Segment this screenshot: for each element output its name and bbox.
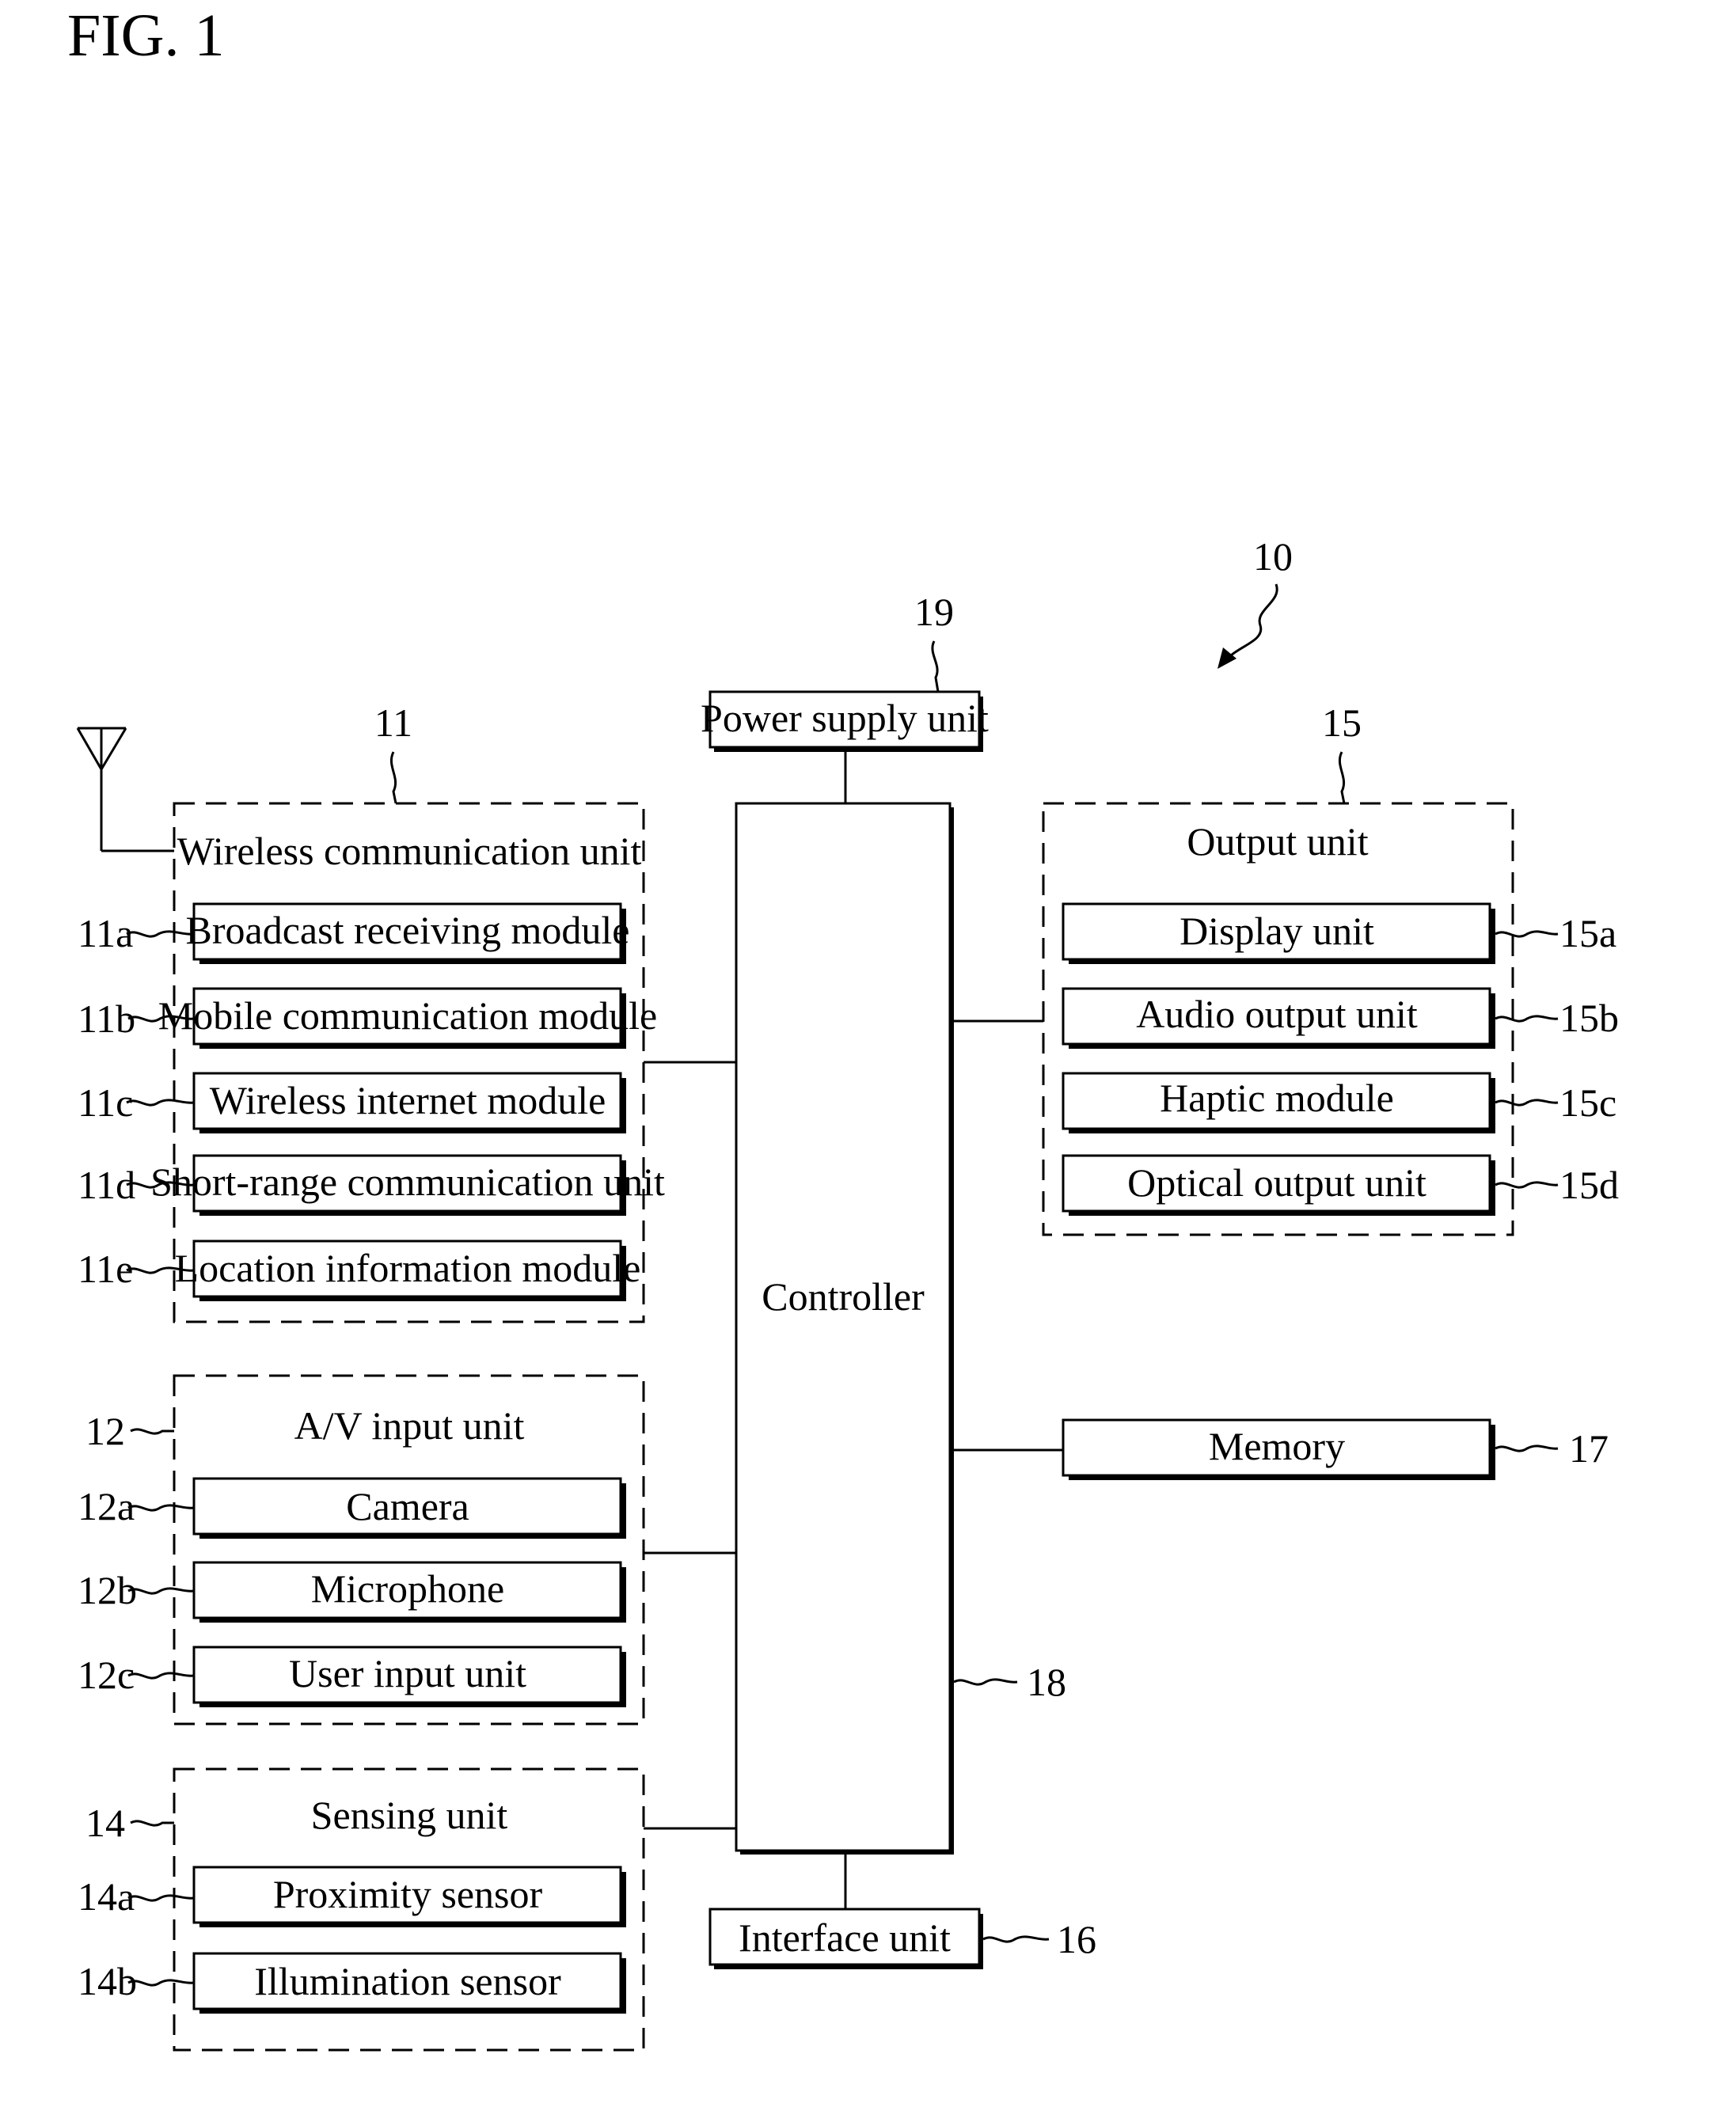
module-ref-leader — [128, 1589, 194, 1593]
interface-unit-label: Interface unit — [739, 1915, 951, 1960]
power-supply-label: Power supply unit — [701, 696, 989, 740]
module-ref-leader — [127, 1100, 194, 1105]
microphone: Microphone 12b — [78, 1562, 626, 1623]
module-ref: 15c — [1559, 1080, 1616, 1125]
module-ref: 12a — [78, 1484, 135, 1528]
interface-unit-ref-leader — [983, 1937, 1049, 1942]
antenna-icon — [78, 728, 174, 851]
module-ref-leader — [128, 1980, 194, 1985]
av-unit-title: A/V input unit — [294, 1403, 525, 1448]
module-label: User input unit — [289, 1651, 526, 1695]
module-ref: 14a — [78, 1874, 135, 1919]
module-label: Haptic module — [1160, 1076, 1394, 1120]
module-ref-leader — [128, 1505, 194, 1510]
av-input-unit: A/V input unit 12 Camera 12a Microphone … — [78, 1376, 644, 1724]
location-information-module: Location information module 11e — [78, 1241, 640, 1301]
device-ref-leader — [1231, 584, 1277, 655]
memory: Memory 17 — [1063, 1420, 1609, 1480]
module-label: Proximity sensor — [273, 1872, 543, 1916]
module-label: Optical output unit — [1127, 1160, 1426, 1205]
module-ref: 15d — [1559, 1163, 1619, 1207]
output-unit-ref-leader — [1339, 752, 1344, 803]
output-unit-ref: 15 — [1322, 700, 1362, 745]
broadcast-receiving-module: Broadcast receiving module 11a — [78, 904, 629, 964]
module-ref-leader — [128, 1673, 194, 1678]
wireless-unit-title: Wireless communication unit — [177, 829, 642, 873]
av-unit-ref-leader — [131, 1429, 174, 1433]
power-supply-ref: 19 — [914, 590, 954, 634]
wireless-unit-ref-leader — [391, 752, 396, 803]
module-label: Wireless internet module — [210, 1078, 606, 1122]
power-supply-unit: Power supply unit 19 — [701, 590, 989, 752]
module-ref: 11c — [78, 1080, 133, 1125]
module-label: Short-range communication unit — [150, 1160, 665, 1204]
module-ref: 11e — [78, 1247, 133, 1291]
wireless-unit-ref: 11 — [374, 700, 412, 745]
wireless-communication-unit: Wireless communication unit 11 Broadcast… — [78, 700, 665, 1322]
output-unit-title: Output unit — [1187, 819, 1368, 864]
module-label: Camera — [346, 1484, 469, 1528]
display-unit: Display unit 15a — [1063, 904, 1616, 964]
sensing-unit-title: Sensing unit — [311, 1793, 508, 1837]
controller-ref: 18 — [1027, 1660, 1066, 1704]
av-unit-ref: 12 — [85, 1409, 125, 1453]
interface-unit: Interface unit 16 — [710, 1909, 1096, 1969]
module-ref-leader — [1495, 1183, 1558, 1187]
controller: Controller 18 — [736, 803, 1066, 1855]
module-ref-leader — [127, 932, 194, 936]
module-label: Mobile communication module — [158, 993, 657, 1038]
controller-ref-leader — [954, 1680, 1017, 1684]
module-ref: 11a — [78, 911, 133, 955]
module-label: Illumination sensor — [254, 1959, 561, 2003]
memory-ref-leader — [1495, 1446, 1558, 1451]
mobile-communication-module: Mobile communication module 11b — [78, 989, 657, 1049]
module-ref-leader — [1495, 1016, 1558, 1021]
interface-unit-ref: 16 — [1057, 1917, 1096, 1961]
optical-output-unit: Optical output unit 15d — [1063, 1156, 1619, 1216]
module-label: Broadcast receiving module — [186, 908, 630, 952]
memory-ref: 17 — [1569, 1426, 1609, 1471]
module-label: Audio output unit — [1136, 992, 1418, 1036]
proximity-sensor: Proximity sensor 14a — [78, 1867, 626, 1927]
device-ref: 10 — [1253, 534, 1293, 579]
sensing-unit-ref: 14 — [85, 1801, 125, 1845]
output-unit: Output unit 15 Display unit 15a Audio ou… — [1043, 700, 1619, 1235]
sensing-unit-ref-leader — [131, 1821, 174, 1825]
wireless-internet-module: Wireless internet module 11c — [78, 1073, 626, 1133]
module-ref: 12c — [78, 1653, 135, 1697]
audio-output-unit: Audio output unit 15b — [1063, 989, 1619, 1049]
memory-label: Memory — [1209, 1424, 1345, 1468]
illumination-sensor: Illumination sensor 14b — [78, 1953, 626, 2014]
module-label: Location information module — [175, 1246, 641, 1290]
module-ref-leader — [1495, 932, 1558, 936]
figure-title: FIG. 1 — [67, 2, 224, 69]
module-ref: 11b — [78, 997, 135, 1041]
sensing-unit: Sensing unit 14 Proximity sensor 14a Ill… — [78, 1769, 644, 2050]
module-ref-leader — [1495, 1100, 1558, 1105]
power-supply-ref-leader — [933, 641, 938, 692]
user-input-unit: User input unit 12c — [78, 1647, 626, 1707]
module-label: Microphone — [311, 1566, 504, 1611]
camera: Camera 12a — [78, 1479, 626, 1539]
module-ref-leader — [128, 1896, 194, 1900]
module-label: Display unit — [1179, 909, 1374, 953]
device-ref-arrowhead — [1217, 647, 1236, 669]
module-ref: 15a — [1559, 911, 1616, 955]
haptic-module: Haptic module 15c — [1063, 1073, 1616, 1133]
module-ref: 15b — [1559, 996, 1619, 1040]
module-ref: 14b — [78, 1959, 137, 2003]
controller-label: Controller — [762, 1274, 925, 1319]
short-range-communication-unit: Short-range communication unit 11d — [78, 1156, 665, 1216]
